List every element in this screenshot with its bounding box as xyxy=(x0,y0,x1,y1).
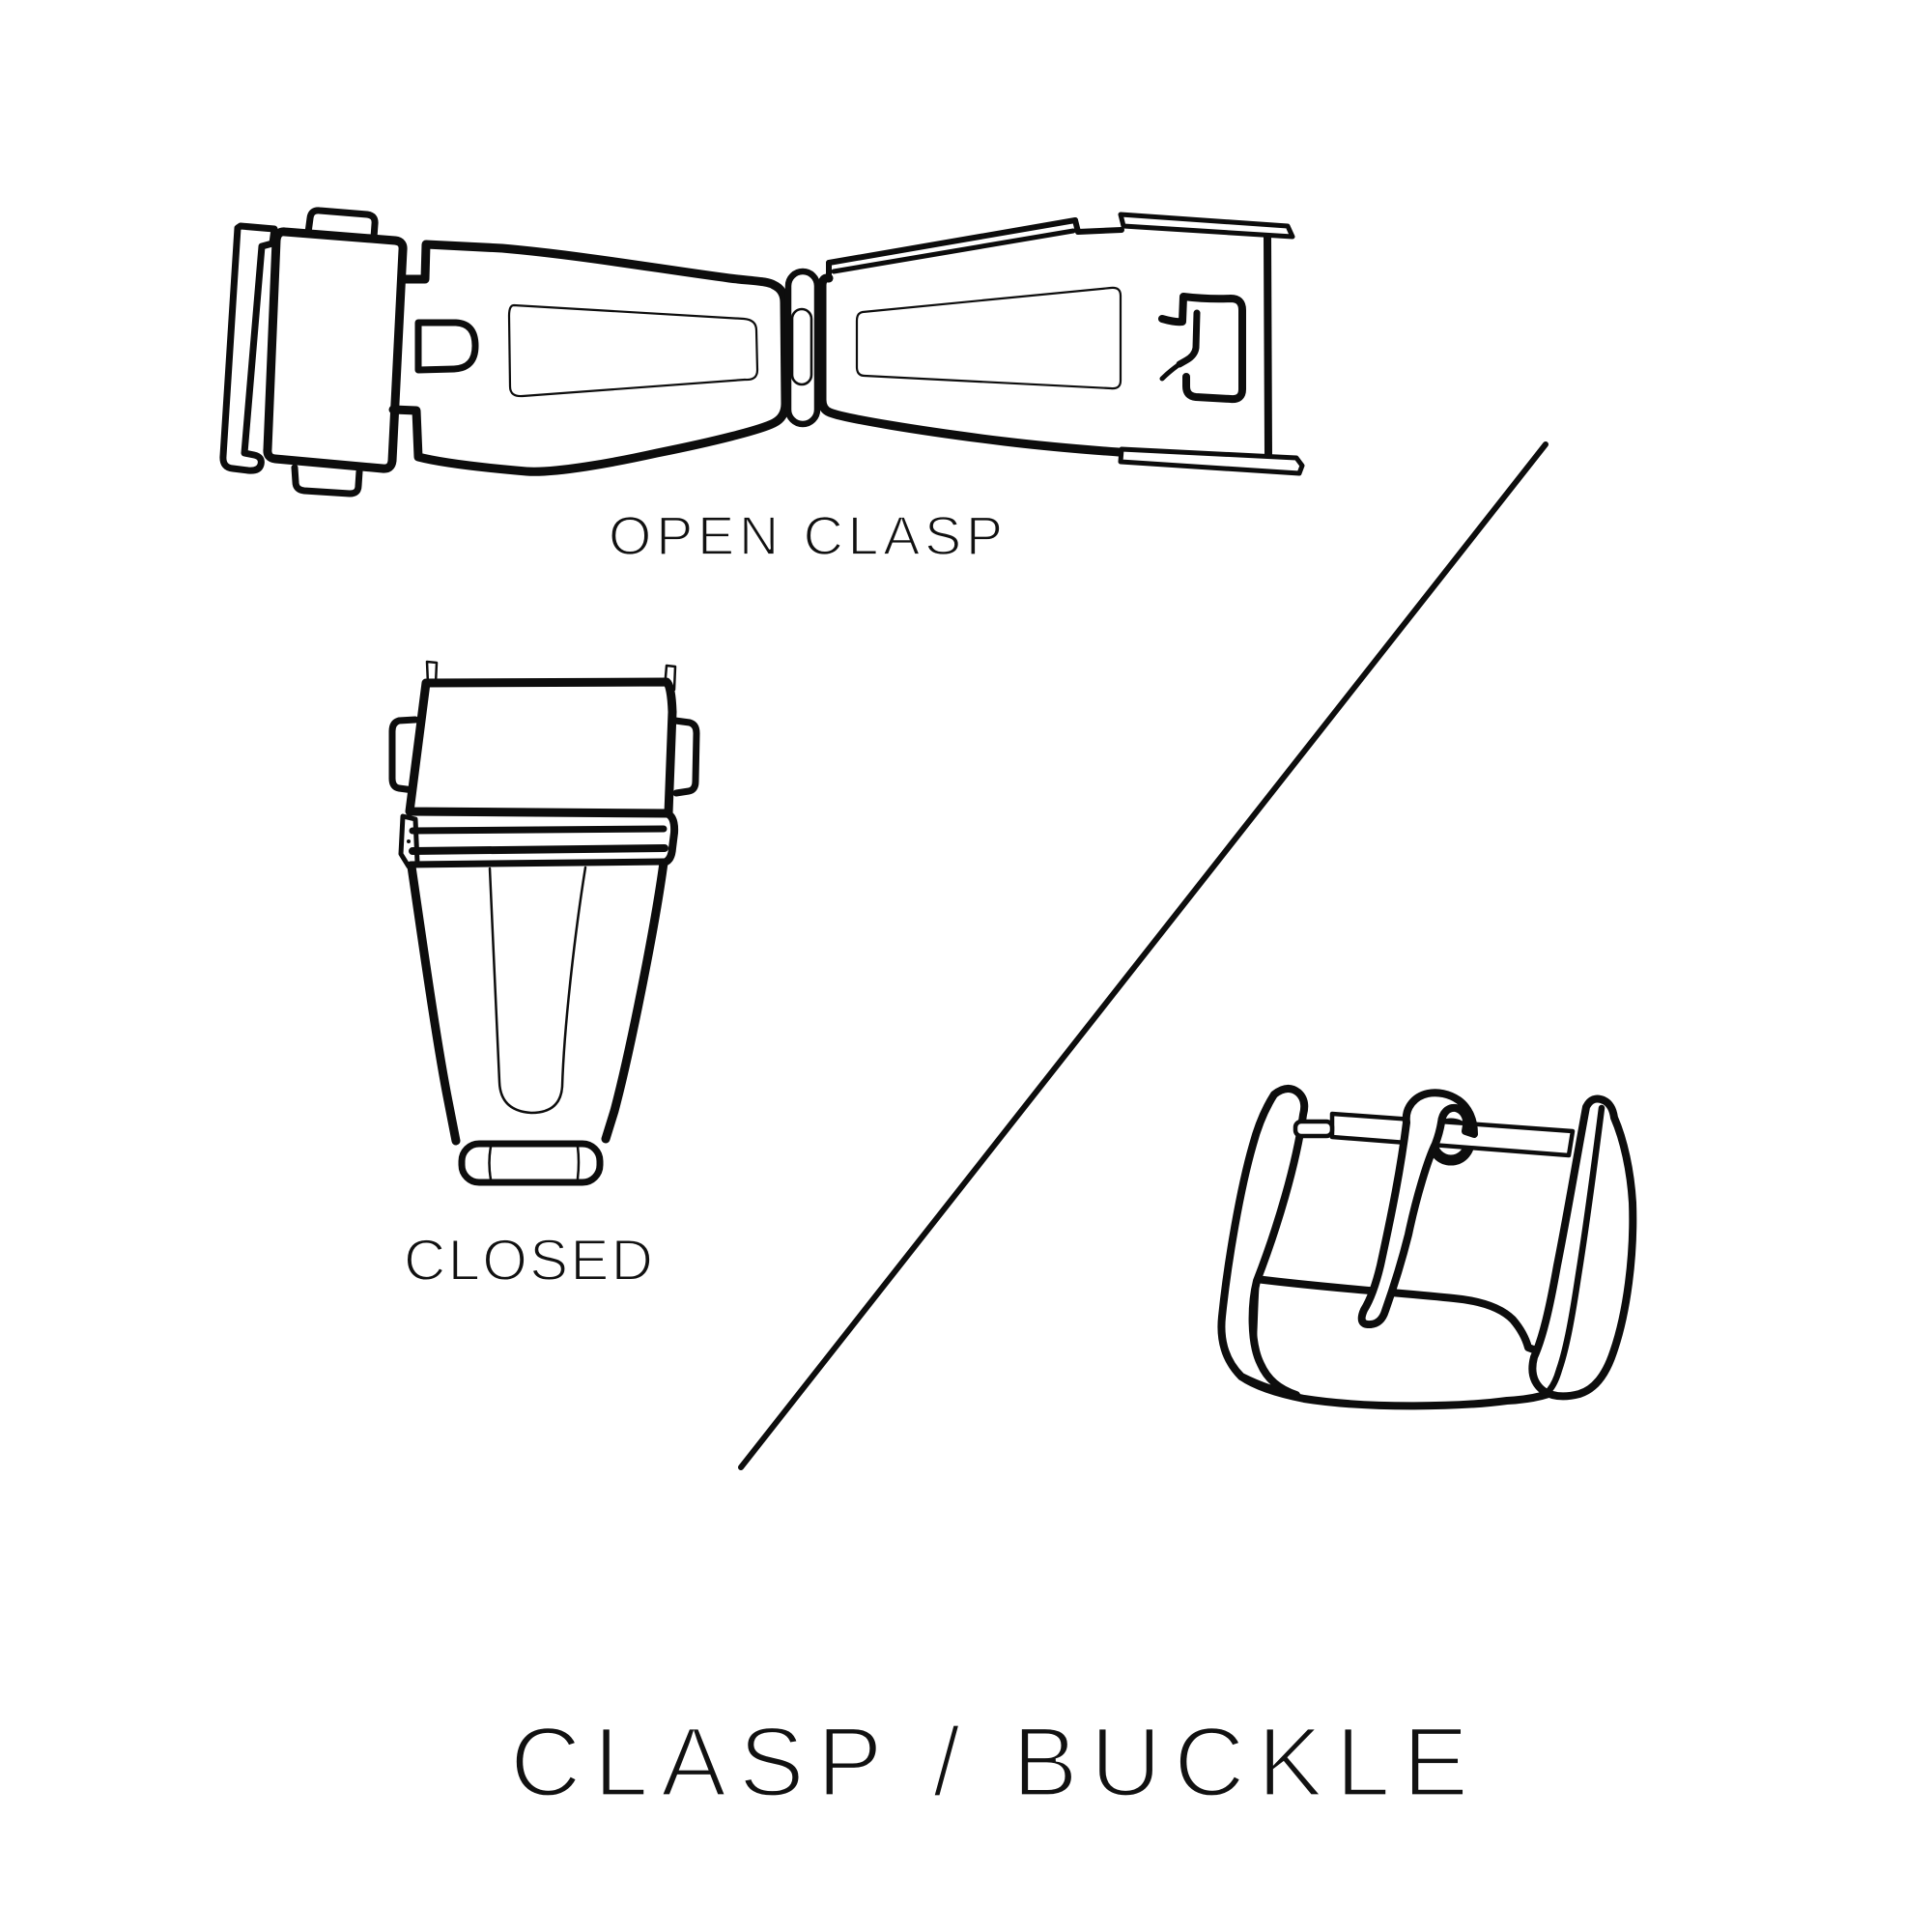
svg-text:CLASP / BUCKLE: CLASP / BUCKLE xyxy=(510,1707,1468,1817)
svg-text:OPEN CLASP: OPEN CLASP xyxy=(609,505,1003,567)
